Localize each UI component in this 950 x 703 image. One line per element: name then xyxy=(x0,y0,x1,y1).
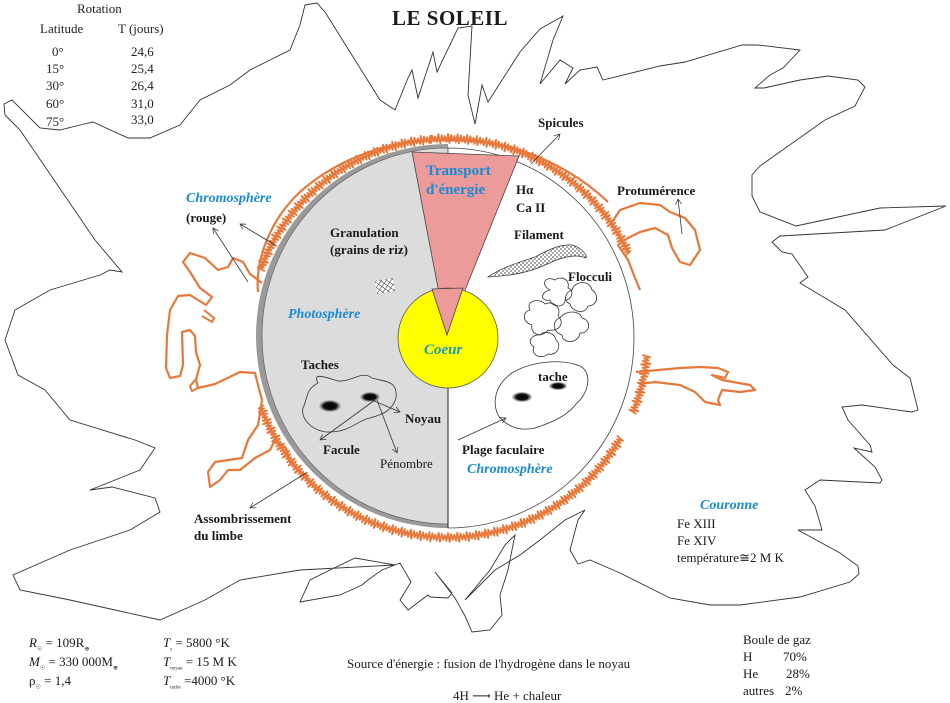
const-sub: tache xyxy=(170,685,181,691)
composition-heading: Boule de gaz xyxy=(743,632,811,647)
label-filament: Filament xyxy=(514,227,564,242)
const-sub: ⊕ xyxy=(112,665,118,672)
composition-percent: 2% xyxy=(785,683,803,698)
granulation-patch xyxy=(374,277,396,295)
const-symbol: M xyxy=(29,654,40,669)
core xyxy=(397,287,499,389)
const-sub: s xyxy=(170,647,173,653)
rotation-col-latitude: Latitude xyxy=(40,21,84,36)
label-taches: Taches xyxy=(301,357,339,372)
rotation-period: 33,0 xyxy=(131,112,154,127)
corona-outline xyxy=(3,2,947,633)
const-sub: ⊕ xyxy=(84,646,90,653)
energy-source: Source d'énergie : fusion de l'hydrogène… xyxy=(347,656,631,671)
composition-percent: 28% xyxy=(786,666,810,681)
label-photosphere: Photosphère xyxy=(288,307,361,322)
sunspot xyxy=(549,382,567,390)
rotation-period: 31,0 xyxy=(131,96,154,111)
label-facule: Facule xyxy=(323,442,360,457)
const-value: = 5800 °K xyxy=(172,635,230,650)
rotation-period: 25,4 xyxy=(131,61,154,76)
const-sub: ☉ xyxy=(35,684,41,691)
prominence-left xyxy=(164,251,309,489)
const-symbol: ρ xyxy=(29,673,36,688)
reaction-right: He + chaleur xyxy=(494,688,562,703)
label-protuberance: Protumérence xyxy=(617,183,696,198)
rotation-latitude: 15° xyxy=(46,61,65,76)
label-plage-faculaire: Plage faculaire xyxy=(462,442,545,457)
const-value: = 15 M K xyxy=(182,654,237,669)
const-symbol: T xyxy=(163,673,171,688)
corona-line: température≅2 M K xyxy=(677,550,784,565)
rotation-col-period: T (jours) xyxy=(118,21,164,36)
prominence-right xyxy=(609,201,702,291)
corona-line: Fe XIV xyxy=(677,533,717,548)
label-ca-ii: Ca II xyxy=(516,200,546,215)
chromosphere-spicules xyxy=(256,133,652,543)
label-transport-1: Transport xyxy=(426,163,491,179)
const-sub: ☉ xyxy=(39,665,46,672)
flocculi xyxy=(523,277,598,357)
energy-reaction: 4H ⟶ He + chaleur xyxy=(453,689,561,702)
label-assombrissement-1: Assombrissement xyxy=(194,511,292,526)
const-symbol: R xyxy=(29,635,37,650)
composition-element: H xyxy=(743,649,753,664)
label-couronne: Couronne xyxy=(700,498,759,513)
rotation-latitude: 30° xyxy=(46,78,65,93)
prominence-right-low xyxy=(635,365,757,407)
label-h-alpha: Hα xyxy=(516,182,534,197)
const-sub: ☉ xyxy=(36,646,43,653)
label-granulation-1: Granulation xyxy=(330,225,399,240)
label-rouge: (rouge) xyxy=(186,210,227,225)
chromosphere-half xyxy=(447,147,635,529)
label-granulation-2: (grains de riz) xyxy=(330,242,408,257)
composition-element: He xyxy=(743,666,759,681)
rotation-period: 24,6 xyxy=(131,44,154,59)
const-value: = 109R xyxy=(42,635,85,650)
label-transport-2: d'énergie xyxy=(426,182,486,198)
rotation-latitude: 60° xyxy=(46,96,65,111)
sunspot xyxy=(512,392,532,402)
composition-percent: 70% xyxy=(783,649,807,664)
label-coeur: Coeur xyxy=(424,342,463,358)
label-penombre: Pénombre xyxy=(380,456,433,471)
filament xyxy=(486,244,587,278)
sunspot xyxy=(360,392,380,402)
label-tache: tache xyxy=(538,369,568,384)
reaction-left: 4H xyxy=(453,688,469,703)
label-noyau: Noyau xyxy=(405,411,442,426)
taches-outline xyxy=(302,374,397,433)
label-chromosphere-right: Chromosphère xyxy=(467,462,553,477)
annotation-arrows xyxy=(213,134,683,508)
reaction-arrow-icon: ⟶ xyxy=(472,688,491,703)
rotation-period: 26,4 xyxy=(131,78,154,93)
label-assombrissement-2: du limbe xyxy=(194,528,243,543)
corona-line: Fe XIII xyxy=(677,516,716,531)
label-flocculi: Flocculi xyxy=(568,269,613,284)
rotation-heading: Rotation xyxy=(77,1,122,16)
composition-element: autres xyxy=(743,683,775,698)
const-symbol: T xyxy=(163,654,171,669)
plage-outline xyxy=(494,361,589,430)
const-sub: noyau xyxy=(170,666,183,672)
const-value: =4000 °K xyxy=(180,673,236,688)
rotation-latitude: 0° xyxy=(52,44,64,59)
const-value: = 330 000M xyxy=(45,654,113,669)
sunspot xyxy=(319,400,341,412)
chromosphere-rim xyxy=(256,133,652,543)
rotation-latitude: 75° xyxy=(46,114,65,129)
label-spicules: Spicules xyxy=(538,115,584,130)
page-title: LE SOLEIL xyxy=(392,6,508,30)
const-value: = 1,4 xyxy=(40,673,71,688)
const-symbol: T xyxy=(163,635,171,650)
label-chromosphere-left: Chromosphère xyxy=(186,191,272,206)
